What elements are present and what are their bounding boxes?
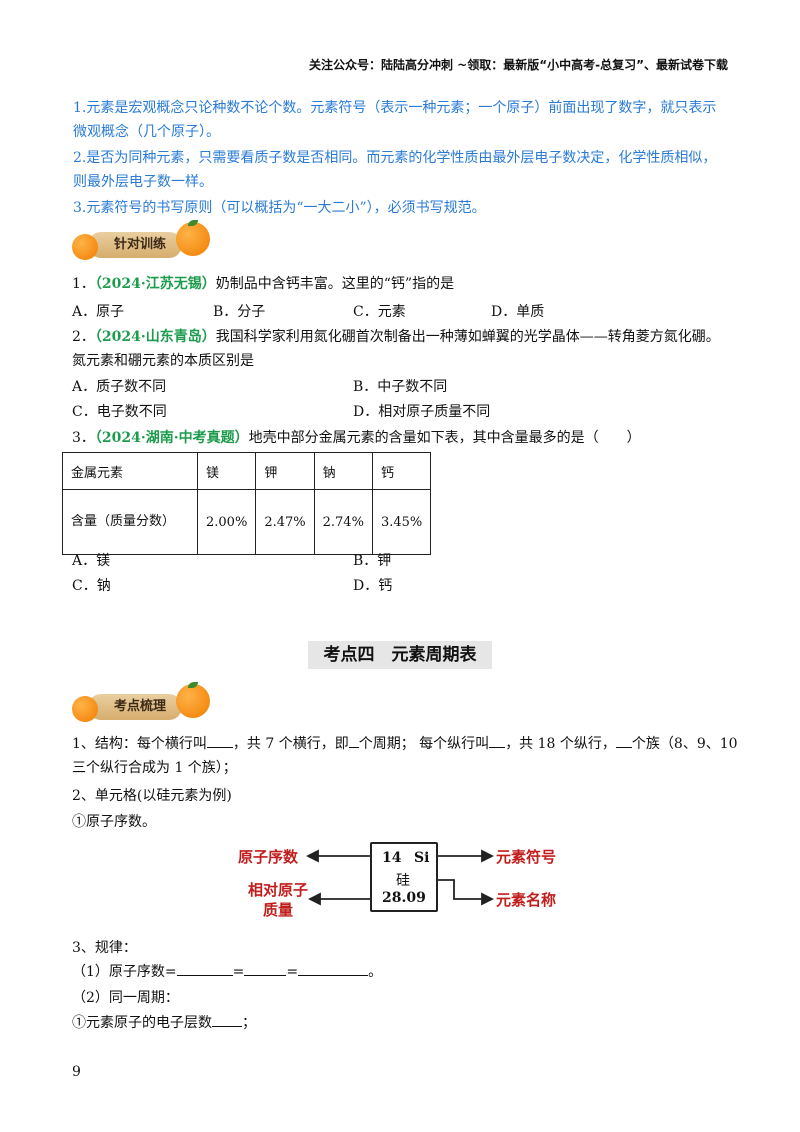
option-b: B．钾 [353, 553, 392, 569]
rule-text: 。 [368, 964, 383, 980]
orange-icon [176, 222, 210, 256]
rule-text: ①元素原子的电子层数 [72, 1015, 212, 1031]
question-2-stem-line-2: 氮元素和硼元素的本质区别是 [72, 353, 254, 369]
question-stem: 我国科学家利用氮化硼首次制备出一种薄如蝉翼的光学晶体——转角菱方氮化硼。 [215, 329, 720, 345]
label-element-symbol: 元素符号 [496, 848, 557, 866]
option-b: B．中子数不同 [353, 379, 448, 395]
structure-line-2: 三个纵行合成为 1 个族）； [72, 760, 237, 776]
blank [298, 975, 369, 976]
leaf-icon [188, 220, 198, 226]
leaf-icon [188, 682, 198, 688]
table-header-cell: 钙 [371, 452, 432, 490]
table-cell: 2.74% [313, 489, 373, 555]
element-cell: 14 Si 硅 28.09 [370, 842, 438, 912]
note-line-2: 微观概念（几个原子）。 [73, 124, 220, 140]
training-badge-label: 针对训练 [88, 232, 183, 258]
section-title: 考点四 元素周期表 [308, 641, 492, 669]
blank [348, 747, 359, 748]
rule-text: （1）原子序数= [72, 964, 177, 980]
cell-atomic-number: 14 [382, 850, 402, 866]
rule-2: （2）同一周期： [72, 990, 179, 1006]
label-element-name: 元素名称 [496, 891, 557, 909]
table-header-cell: 金属元素 [62, 452, 198, 490]
question-number: 1． [72, 276, 95, 292]
question-2: 2．（2024·山东青岛）我国科学家利用氮化硼首次制备出一种薄如蝉翼的光学晶体—… [72, 327, 720, 347]
unit-cell-heading: 2、单元格(以硅元素为例) [72, 788, 232, 804]
option-a: A．原子 [72, 304, 125, 320]
structure-text: 个族（8、9、10 [631, 736, 738, 752]
rule-text: ； [242, 1015, 256, 1031]
option-c: C．电子数不同 [72, 404, 167, 420]
option-d: D．钙 [353, 578, 393, 594]
option-b: B．分子 [213, 304, 266, 320]
review-badge-label: 考点梳理 [88, 694, 183, 720]
cell-element-name: 硅 [396, 873, 410, 889]
rules-heading: 3、规律： [72, 940, 137, 956]
table-cell: 3.45% [371, 489, 432, 555]
table-row: 含量（质量分数） 2.00% 2.47% 2.74% 3.45% [62, 489, 432, 555]
blank [212, 1026, 242, 1027]
question-stem: 奶制品中含钙丰富。这里的“钙”指的是 [215, 276, 455, 292]
label-atomic-number: 原子序数 [238, 848, 299, 866]
structure-text: 个周期； 每个纵行叫 [358, 736, 490, 752]
question-stem: 地壳中部分金属元素的含量如下表，其中含量最多的是（ ） [248, 430, 641, 446]
option-c: C．元素 [353, 304, 406, 320]
rule-text: = [232, 964, 245, 980]
question-source: （2024·山东青岛） [94, 329, 216, 345]
cell-symbol: Si [414, 850, 430, 866]
blank [244, 975, 287, 976]
label-relative-atomic-mass: 相对原子 质量 [246, 880, 310, 920]
note-line-1: 1.元素是宏观概念只论种数不论个数。元素符号（表示一种元素；一个原子）前面出现了… [73, 100, 717, 116]
note-line-5: 3.元素符号的书写原则（可以概括为“一大二小”），必须书写规范。 [73, 200, 486, 216]
structure-text: 1、结构：每个横行叫 [72, 736, 207, 752]
option-d: D．单质 [491, 304, 545, 320]
question-number: 2． [72, 329, 95, 345]
blank [176, 975, 233, 976]
option-a: A．质子数不同 [72, 379, 167, 395]
page-header: 关注公众号：陆陆高分冲刺 ~领取：最新版“小中高考-总复习”、最新试卷下载 [309, 58, 728, 72]
page-number: 9 [72, 1064, 81, 1080]
blank [489, 747, 506, 748]
question-3: 3．（2024·湖南·中考真题）地壳中部分金属元素的含量如下表，其中含量最多的是… [72, 428, 641, 448]
orange-icon [72, 234, 98, 260]
cell-relative-mass: 28.09 [382, 890, 426, 906]
label-line: 相对原子 [247, 881, 308, 899]
structure-line-1: 1、结构：每个横行叫 ，共 7 个横行，即个周期； 每个纵行叫 ，共 18 个纵行，… [72, 734, 738, 754]
rule-1: （1）原子序数= = = 。 [72, 962, 382, 982]
blank [615, 747, 632, 748]
question-source: （2024·江苏无锡） [94, 276, 216, 292]
rule-2-item-1: ①元素原子的电子层数 ； [72, 1013, 256, 1033]
structure-text: ，共 18 个纵行， [505, 736, 616, 752]
atomic-number-item: ①原子序数。 [72, 814, 156, 830]
table-row-label: 含量（质量分数） [62, 489, 198, 555]
blank [206, 747, 233, 748]
table-header-cell: 钠 [313, 452, 373, 490]
question-1: 1．（2024·江苏无锡）奶制品中含钙丰富。这里的“钙”指的是 [72, 274, 454, 294]
question-source: （2024·湖南·中考真题） [94, 430, 249, 446]
table-header-row: 金属元素 镁 钾 钠 钙 [62, 452, 432, 490]
table-cell: 2.47% [255, 489, 315, 555]
option-d: D．相对原子质量不同 [353, 404, 491, 420]
note-line-3: 2.是否为同种元素，只需要看质子数是否相同。而元素的化学性质由最外层电子数决定，… [73, 150, 717, 166]
question-number: 3． [72, 430, 95, 446]
orange-icon [176, 684, 210, 718]
metal-content-table: 金属元素 镁 钾 钠 钙 含量（质量分数） 2.00% 2.47% 2.74% … [62, 452, 432, 555]
option-c: C．钠 [72, 578, 111, 594]
rule-text: = [286, 964, 299, 980]
note-line-4: 则最外层电子数一样。 [73, 174, 213, 190]
table-header-cell: 镁 [196, 452, 257, 490]
structure-text: ，共 7 个横行，即 [232, 736, 349, 752]
table-header-cell: 钾 [255, 452, 315, 490]
orange-icon [72, 696, 98, 722]
label-line: 质量 [262, 901, 293, 919]
option-a: A．镁 [72, 553, 111, 569]
